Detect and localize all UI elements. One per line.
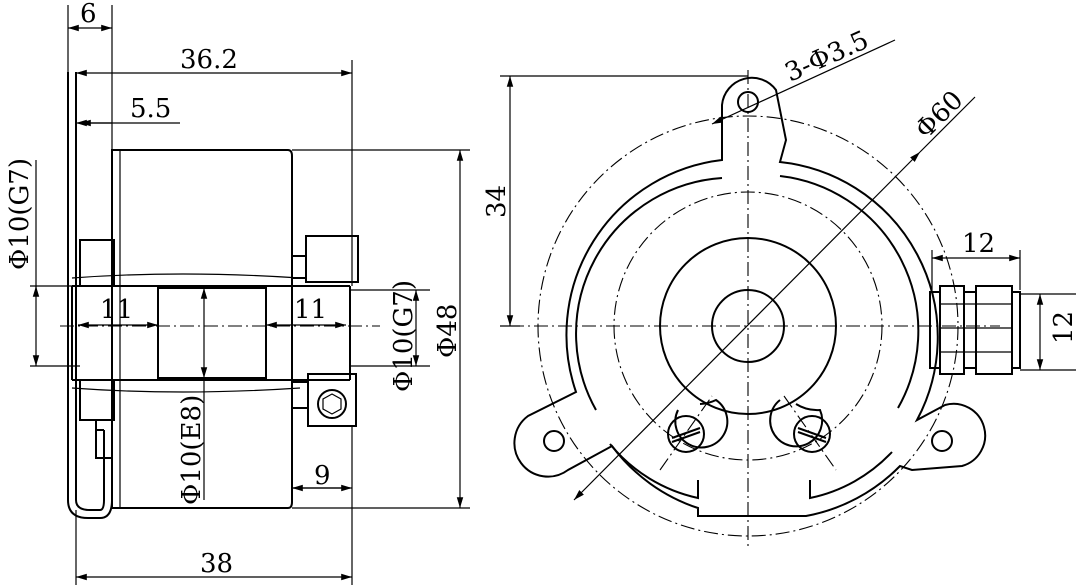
lug-hole-left <box>543 430 565 452</box>
dim-9-label: 9 <box>314 461 331 491</box>
dim-phi10-e8-label: Φ10(E8) <box>177 395 207 505</box>
connector-upper <box>305 235 359 283</box>
shaft-bore <box>711 289 785 363</box>
housing-body <box>111 149 293 509</box>
dim-36-2-label: 36.2 <box>180 45 238 75</box>
dim-phi48-label: Φ48 <box>433 304 463 358</box>
dim-34-label: 34 <box>482 185 512 218</box>
dim-phi10-g7-right-label: Φ10(G7) <box>389 280 419 392</box>
dim-phi10-g7-left-label: Φ10(G7) <box>5 158 35 270</box>
front-view: 3-Φ3.5 Φ60 34 12 12 <box>482 25 1079 550</box>
dim-12-top-label: 12 <box>962 229 995 259</box>
dim-5-5-label: 5.5 <box>130 94 171 124</box>
dim-phi60-label: Φ60 <box>910 85 970 145</box>
coupling-block <box>157 287 267 379</box>
dim-3-phi3-5-label: 3-Φ3.5 <box>781 25 874 88</box>
dim-12-right-label: 12 <box>1049 311 1079 344</box>
dim-11-right-label: 11 <box>294 295 327 325</box>
lug-hole-right <box>931 430 953 452</box>
cable-connector <box>929 285 1021 375</box>
side-view: 6 36.2 5.5 Φ10(G7) 11 11 Φ10(G7) Φ48 <box>5 0 470 585</box>
dim-11-left-label: 11 <box>100 295 133 325</box>
dim-38-label: 38 <box>200 549 233 579</box>
dim-6-label: 6 <box>80 0 97 29</box>
